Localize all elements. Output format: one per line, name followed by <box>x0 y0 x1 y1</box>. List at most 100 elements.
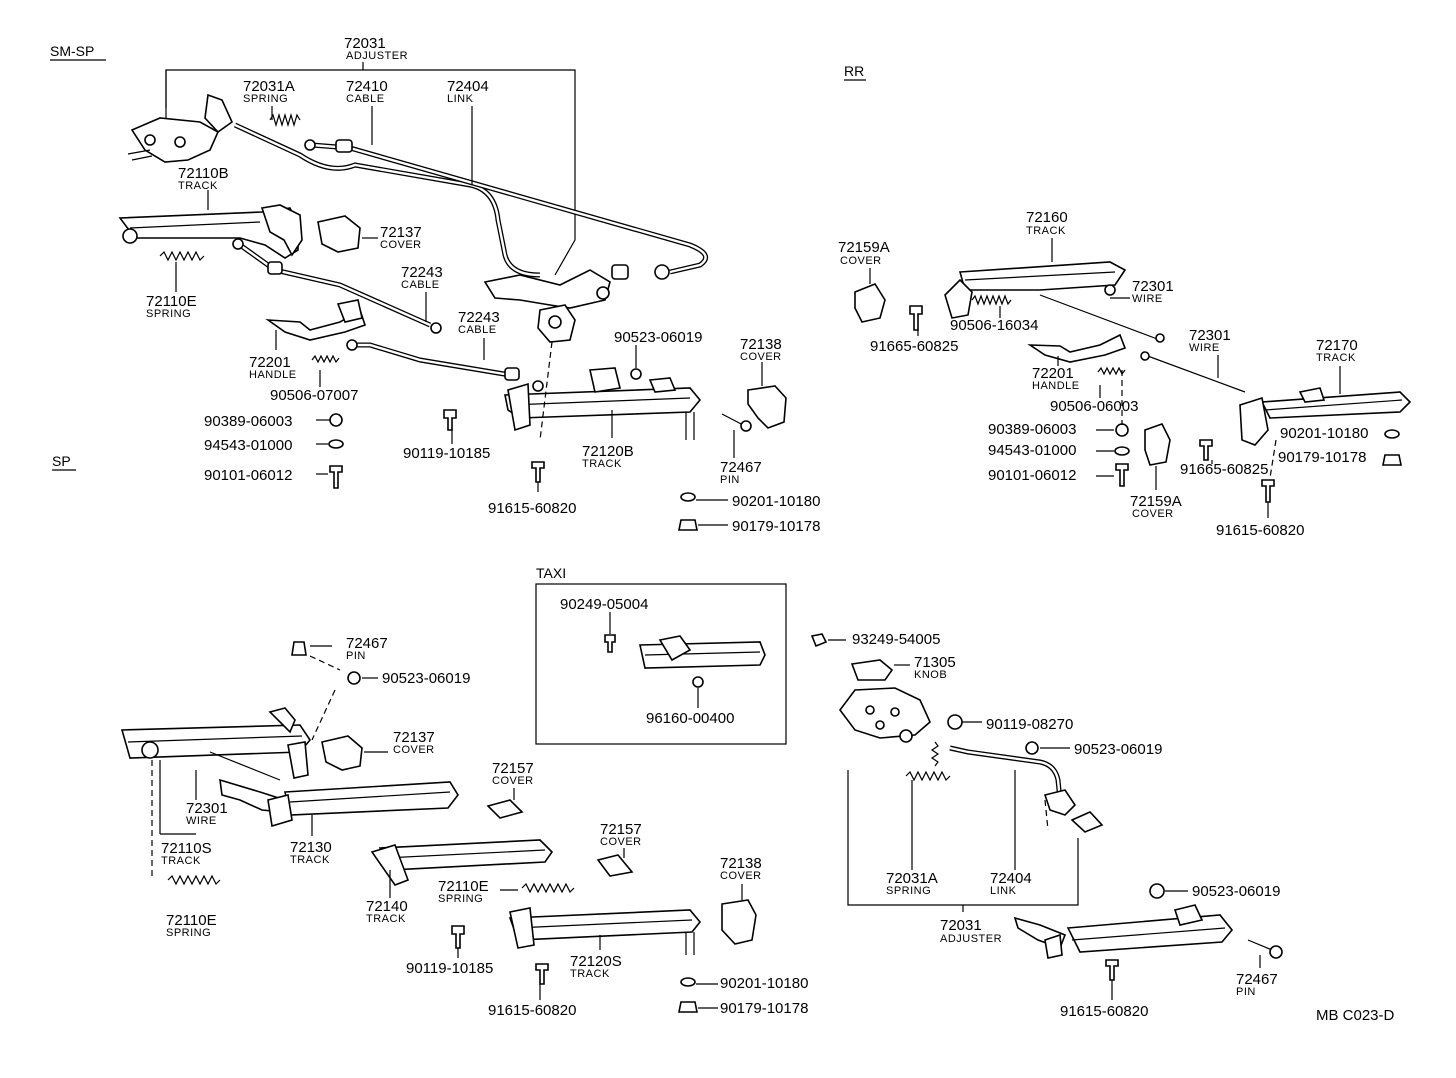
part-number-90523-06019: 90523-06019 <box>1192 883 1280 900</box>
part-number-72140: 72140 <box>366 898 408 915</box>
part-name-track: TRACK <box>366 913 406 925</box>
part-number-72410: 72410 <box>346 78 388 95</box>
part-number-72201: 72201 <box>249 354 291 371</box>
part-name-wire: WIRE <box>186 815 217 827</box>
diagram-code: MB C023-D <box>1316 1007 1395 1024</box>
part-name-spring: SPRING <box>146 308 191 320</box>
part-name-cable: CABLE <box>346 93 385 105</box>
part-name-cover: COVER <box>492 775 534 787</box>
part-number-72110E: 72110E <box>166 912 217 929</box>
part-number-90119-10185: 90119-10185 <box>403 445 490 462</box>
rr-assembly <box>854 238 1412 518</box>
part-number-90101-06012: 90101-06012 <box>204 467 292 484</box>
section-label-sp: SP <box>52 453 71 469</box>
part-number-90389-06003: 90389-06003 <box>204 413 292 430</box>
part-number-91615-60820: 91615-60820 <box>488 1002 576 1019</box>
part-name-track: TRACK <box>290 854 330 866</box>
part-name-cover: COVER <box>600 836 642 848</box>
part-number-72120B: 72120B <box>582 443 634 460</box>
sm-sp-assembly <box>118 62 787 531</box>
part-number-72467: 72467 <box>1236 971 1278 988</box>
part-name-track: TRACK <box>582 458 622 470</box>
part-number-72467: 72467 <box>720 459 762 476</box>
part-number-94543-01000: 94543-01000 <box>204 437 292 454</box>
part-name-track: TRACK <box>1316 352 1356 364</box>
part-number-72137: 72137 <box>393 729 435 746</box>
part-number-72110S: 72110S <box>161 840 212 857</box>
part-number-72201: 72201 <box>1032 365 1074 382</box>
part-name-cover: COVER <box>393 744 435 756</box>
part-number-90523-06019: 90523-06019 <box>614 329 702 346</box>
part-number-72243: 72243 <box>401 264 443 281</box>
part-number-96160-00400: 96160-00400 <box>646 710 734 727</box>
part-number-72138: 72138 <box>740 336 782 353</box>
part-name-track: TRACK <box>1026 225 1066 237</box>
part-number-72404: 72404 <box>447 78 489 95</box>
part-number-91615-60820: 91615-60820 <box>488 500 576 517</box>
part-number-72157: 72157 <box>492 760 534 777</box>
part-number-72170: 72170 <box>1316 337 1358 354</box>
part-number-72110B: 72110B <box>178 165 229 182</box>
part-name-cable: CABLE <box>401 279 440 291</box>
part-number-72120S: 72120S <box>570 953 622 970</box>
part-name-adjuster: ADJUSTER <box>940 933 1002 945</box>
part-name-link: LINK <box>990 885 1017 897</box>
part-name-pin: PIN <box>1236 986 1256 998</box>
part-number-90201-10180: 90201-10180 <box>732 493 820 510</box>
part-number-72137: 72137 <box>380 224 422 241</box>
part-number-90389-06003: 90389-06003 <box>988 421 1076 438</box>
part-number-71305: 71305 <box>914 654 956 671</box>
part-name-spring: SPRING <box>243 93 288 105</box>
part-number-72031A: 72031A <box>243 78 295 95</box>
part-labels: 72031 ADJUSTER 72031A SPRING 72410 CABLE… <box>146 35 1395 1024</box>
section-label-rr: RR <box>844 63 864 79</box>
part-number-72301: 72301 <box>1189 327 1231 344</box>
part-number-72138: 72138 <box>720 855 762 872</box>
part-number-72157: 72157 <box>600 821 642 838</box>
part-number-90201-10180: 90201-10180 <box>720 975 808 992</box>
part-number-90523-06019: 90523-06019 <box>382 670 470 687</box>
part-number-90179-10178: 90179-10178 <box>1278 449 1366 466</box>
part-number-72301: 72301 <box>186 800 228 817</box>
part-name-adjuster: ADJUSTER <box>346 50 408 62</box>
part-name-track: TRACK <box>570 968 610 980</box>
part-number-90506-07007: 90506-07007 <box>270 387 358 404</box>
part-number-72110E: 72110E <box>146 293 197 310</box>
part-name-pin: PIN <box>346 650 366 662</box>
part-number-91615-60820: 91615-60820 <box>1216 522 1304 539</box>
part-number-91665-60825: 91665-60825 <box>1180 461 1268 478</box>
part-name-knob: KNOB <box>914 669 947 681</box>
part-name-pin: PIN <box>720 474 740 486</box>
part-number-72159A: 72159A <box>1130 493 1182 510</box>
part-number-72130: 72130 <box>290 839 332 856</box>
part-number-72404: 72404 <box>990 870 1032 887</box>
part-number-90523-06019: 90523-06019 <box>1074 741 1162 758</box>
part-number-72301: 72301 <box>1132 278 1174 295</box>
part-name-cover: COVER <box>720 870 762 882</box>
part-number-90249-05004: 90249-05004 <box>560 596 648 613</box>
part-name-spring: SPRING <box>438 893 483 905</box>
adjuster-assembly <box>810 633 1283 1000</box>
part-number-90506-06003: 90506-06003 <box>1050 398 1138 415</box>
part-number-90119-10185: 90119-10185 <box>406 960 493 977</box>
part-name-spring: SPRING <box>886 885 931 897</box>
part-name-cover: COVER <box>1132 508 1174 520</box>
part-name-link: LINK <box>447 93 474 105</box>
part-number-72159A: 72159A <box>838 239 890 256</box>
part-name-cable: CABLE <box>458 324 497 336</box>
part-name-wire: WIRE <box>1132 293 1163 305</box>
part-number-72467: 72467 <box>346 635 388 652</box>
part-name-spring: SPRING <box>166 927 211 939</box>
part-number-72031: 72031 <box>344 35 386 52</box>
part-number-72031A: 72031A <box>886 870 938 887</box>
taxi-inset: TAXI <box>535 565 787 745</box>
part-name-track: TRACK <box>178 180 218 192</box>
section-label-taxi: TAXI <box>536 565 566 581</box>
part-number-90119-08270: 90119-08270 <box>986 716 1073 733</box>
part-number-72160: 72160 <box>1026 209 1068 226</box>
part-number-90506-16034: 90506-16034 <box>950 317 1038 334</box>
part-number-91665-60825: 91665-60825 <box>870 338 958 355</box>
part-number-72031: 72031 <box>940 917 982 934</box>
part-number-90179-10178: 90179-10178 <box>720 1000 808 1017</box>
part-number-91615-60820: 91615-60820 <box>1060 1003 1148 1020</box>
